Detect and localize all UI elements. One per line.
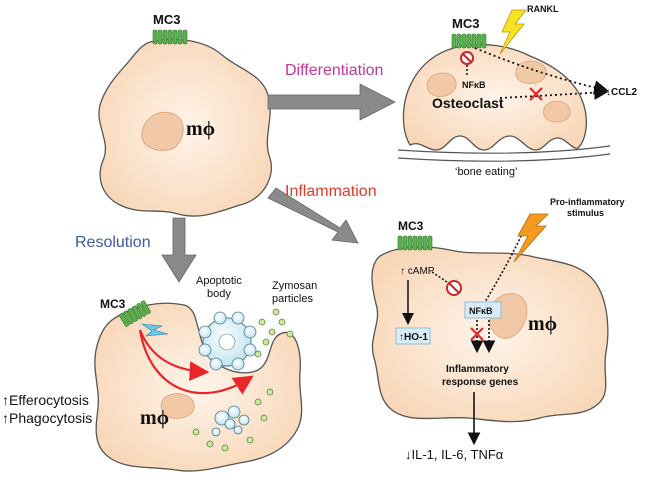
phagocytosis-arrow bbox=[138, 329, 254, 395]
inhibit-icon bbox=[446, 280, 462, 296]
inflammation-arrow bbox=[267, 187, 359, 244]
mc3-receptor-icon bbox=[451, 33, 487, 49]
mc3-receptor-icon bbox=[152, 29, 188, 45]
differentiation-arrow bbox=[267, 83, 396, 121]
block-x-icon bbox=[529, 87, 543, 101]
resting-macrophage: MC3 mϕ bbox=[98, 12, 272, 217]
block-x-icon bbox=[470, 327, 484, 341]
stimulus-link bbox=[484, 231, 524, 303]
phagocytosis-label: ↑Phagocytosis bbox=[2, 410, 92, 426]
apoptotic-label: Apoptotic bbox=[196, 275, 242, 287]
camp-label: ↑ cAMP bbox=[400, 266, 435, 277]
receptor-label: MC3 bbox=[398, 219, 424, 233]
nfkb-label: NFκB bbox=[462, 80, 486, 90]
phagocyte-nucleus bbox=[160, 393, 195, 419]
nfkb-box bbox=[464, 301, 502, 319]
receptor-label: MC3 bbox=[153, 12, 180, 27]
macrophage-label: mϕ bbox=[528, 313, 557, 335]
osteoclast-nucleus-1 bbox=[426, 72, 457, 97]
cytokines-label: ↓IL-1, IL-6, TNFα bbox=[405, 447, 504, 462]
genes-label-2: response genes bbox=[442, 377, 519, 388]
inflammation-label: Inflammation bbox=[285, 183, 377, 200]
bone-surface bbox=[397, 145, 611, 162]
inflammatory-macrophage: MC3 ↑ cAMP ↑HO-1 NFκB mϕ Inflammatory re… bbox=[371, 219, 609, 446]
efferocytosis-arrow bbox=[138, 329, 210, 381]
efferocytosis-label: ↑Efferocytosis bbox=[2, 392, 89, 408]
internalized-vesicles bbox=[211, 405, 250, 437]
osteoclast-label: Osteoclast bbox=[432, 95, 504, 111]
rankl-label: RANKL bbox=[527, 4, 559, 14]
differentiation-label: Differentiation bbox=[285, 62, 383, 79]
ho1-label: ↑HO-1 bbox=[399, 332, 428, 343]
mc3-receptor-icon bbox=[397, 235, 433, 251]
inflammatory-cell-body bbox=[371, 246, 609, 423]
zymosan-label: Zymosan bbox=[272, 280, 317, 292]
ccl2-label: ↓CCL2 bbox=[606, 87, 638, 98]
genes-label: Inflammatory bbox=[446, 364, 509, 375]
stimulus-label: Pro-inflammatory bbox=[550, 197, 625, 207]
zymosan-label-2: particles bbox=[272, 293, 313, 305]
apoptotic-body bbox=[198, 311, 257, 371]
bone-eating-label: ‘bone eating’ bbox=[455, 166, 517, 178]
rankl-lightning-icon bbox=[499, 9, 527, 55]
stimulus-label-2: stimulus bbox=[567, 208, 604, 218]
macrophage-label: mϕ bbox=[186, 118, 215, 140]
resolution-label: Resolution bbox=[75, 234, 151, 251]
nucleus-shape bbox=[141, 111, 184, 151]
blue-lightning-icon bbox=[140, 323, 169, 337]
zymosan-particles bbox=[254, 308, 294, 358]
osteoclast-nucleus-3 bbox=[543, 100, 571, 123]
macrophage-cell-body bbox=[98, 38, 272, 217]
blocked-signal-arrow bbox=[499, 85, 609, 100]
macrophage-label: mϕ bbox=[140, 407, 169, 429]
receptor-label: MC3 bbox=[452, 16, 479, 31]
mc3-receptor-icon bbox=[119, 300, 151, 327]
stimulus-lightning-icon bbox=[513, 213, 549, 263]
apoptotic-label-2: body bbox=[207, 288, 231, 300]
resolution-arrow bbox=[161, 217, 197, 283]
phagocytic-macrophage: MC3 mϕ bbox=[94, 297, 303, 472]
receptor-label: MC3 bbox=[100, 297, 126, 311]
rankl-signal-arrow bbox=[474, 47, 609, 95]
nfkb-label: NFκB bbox=[469, 306, 493, 316]
internalized-particles bbox=[192, 388, 274, 452]
phagocyte-cell-body bbox=[94, 302, 303, 472]
inhibit-icon bbox=[460, 51, 474, 65]
osteoclast: MC3 NFκB Osteoclast ↓CCL2 bbox=[402, 16, 638, 151]
ho1-box bbox=[395, 327, 431, 345]
